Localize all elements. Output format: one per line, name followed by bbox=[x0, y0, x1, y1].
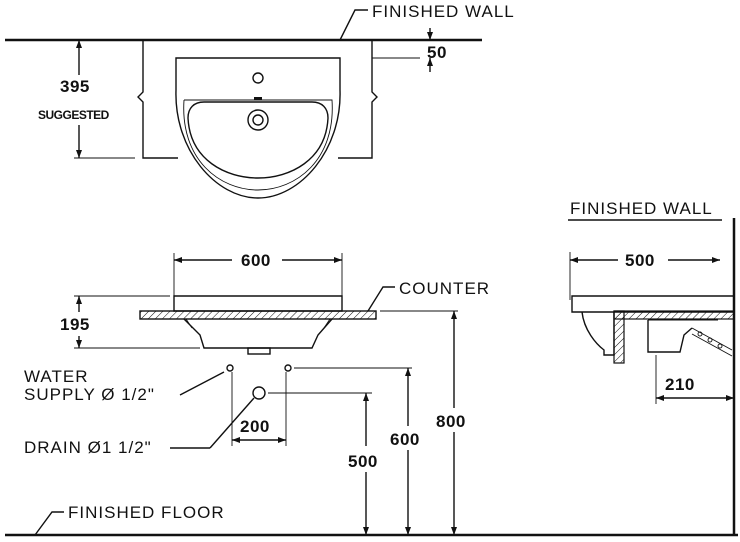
trap-joint bbox=[707, 337, 713, 343]
supply-left bbox=[226, 364, 234, 372]
dim-arrow bbox=[405, 527, 411, 535]
basin-side-bowl bbox=[647, 320, 693, 353]
counter-height-dim: 800 bbox=[436, 412, 466, 431]
height-dim: 395 bbox=[60, 77, 90, 96]
water-supply-label: WATER bbox=[24, 367, 89, 386]
dim-arrow bbox=[570, 257, 578, 263]
front-view: 600 COUNTER 195 WATER SUPPLY Ø 1/2" 200 bbox=[5, 251, 738, 537]
dim-arrow bbox=[76, 150, 82, 158]
dim-arrow bbox=[405, 368, 411, 376]
dim-arrow bbox=[278, 437, 286, 443]
dim-arrow bbox=[427, 58, 433, 66]
basin-rim bbox=[183, 99, 333, 191]
overflow-slot bbox=[254, 97, 262, 100]
counter-leader bbox=[367, 286, 395, 312]
side-depth-dim: 500 bbox=[625, 251, 655, 270]
side-counter-top bbox=[613, 310, 735, 320]
top-view: FINISHED WALL 50 395 SUGGESTED bbox=[5, 2, 515, 199]
dim-arrow bbox=[712, 257, 720, 263]
supply-height-dim: 600 bbox=[390, 430, 420, 449]
suggested-label: SUGGESTED bbox=[38, 108, 110, 122]
wall-leader bbox=[339, 9, 368, 41]
finished-floor-label: FINISHED FLOOR bbox=[68, 503, 225, 522]
dim-arrow bbox=[363, 527, 369, 535]
drain-pipe bbox=[252, 386, 266, 400]
basin-front bbox=[173, 295, 343, 349]
counter-outline bbox=[137, 40, 378, 159]
dim-arrow bbox=[363, 393, 369, 401]
drain-leader bbox=[209, 397, 255, 449]
drain-hole bbox=[247, 109, 269, 131]
side-finished-wall-label: FINISHED WALL bbox=[570, 199, 713, 218]
dim-arrow bbox=[451, 527, 457, 535]
depth-dim: 195 bbox=[60, 315, 90, 334]
floor-leader bbox=[34, 511, 64, 536]
finished-wall-label: FINISHED WALL bbox=[372, 2, 515, 21]
dim-arrow bbox=[656, 395, 664, 401]
dim-arrow bbox=[76, 296, 82, 304]
basin-edge bbox=[323, 318, 331, 329]
basin-edge bbox=[185, 318, 193, 329]
dim-arrow bbox=[76, 40, 82, 48]
width-dim: 600 bbox=[241, 251, 271, 270]
side-view: FINISHED WALL 500 210 bbox=[568, 199, 736, 535]
tap-hole bbox=[252, 72, 264, 84]
basin-outer bbox=[175, 57, 341, 199]
spacing-dim: 200 bbox=[240, 417, 270, 436]
dim-arrow bbox=[427, 32, 433, 40]
drain-height-dim: 500 bbox=[348, 452, 378, 471]
basin-side bbox=[571, 295, 735, 356]
trap-joint bbox=[697, 331, 703, 337]
bracket-dim: 210 bbox=[665, 375, 695, 394]
basin-bowl bbox=[187, 101, 329, 179]
side-counter-front bbox=[613, 310, 625, 364]
drain-hole-inner bbox=[252, 114, 264, 126]
dim-arrow bbox=[726, 395, 734, 401]
counter-label: COUNTER bbox=[399, 279, 490, 298]
water-supply-size: SUPPLY Ø 1/2" bbox=[24, 385, 155, 404]
drain-outlet bbox=[247, 347, 271, 355]
dim-arrow bbox=[232, 437, 240, 443]
trap-joint bbox=[717, 343, 723, 349]
dim-arrow bbox=[334, 257, 342, 263]
dim-arrow bbox=[174, 257, 182, 263]
counter-slab bbox=[139, 310, 377, 320]
wall-gap-dim: 50 bbox=[427, 43, 447, 62]
dim-arrow bbox=[76, 340, 82, 348]
drain-label: DRAIN Ø1 1/2" bbox=[24, 438, 152, 457]
supply-right bbox=[284, 364, 292, 372]
supply-leader bbox=[179, 371, 225, 396]
dim-arrow bbox=[451, 311, 457, 319]
trap-pipe bbox=[691, 327, 733, 357]
